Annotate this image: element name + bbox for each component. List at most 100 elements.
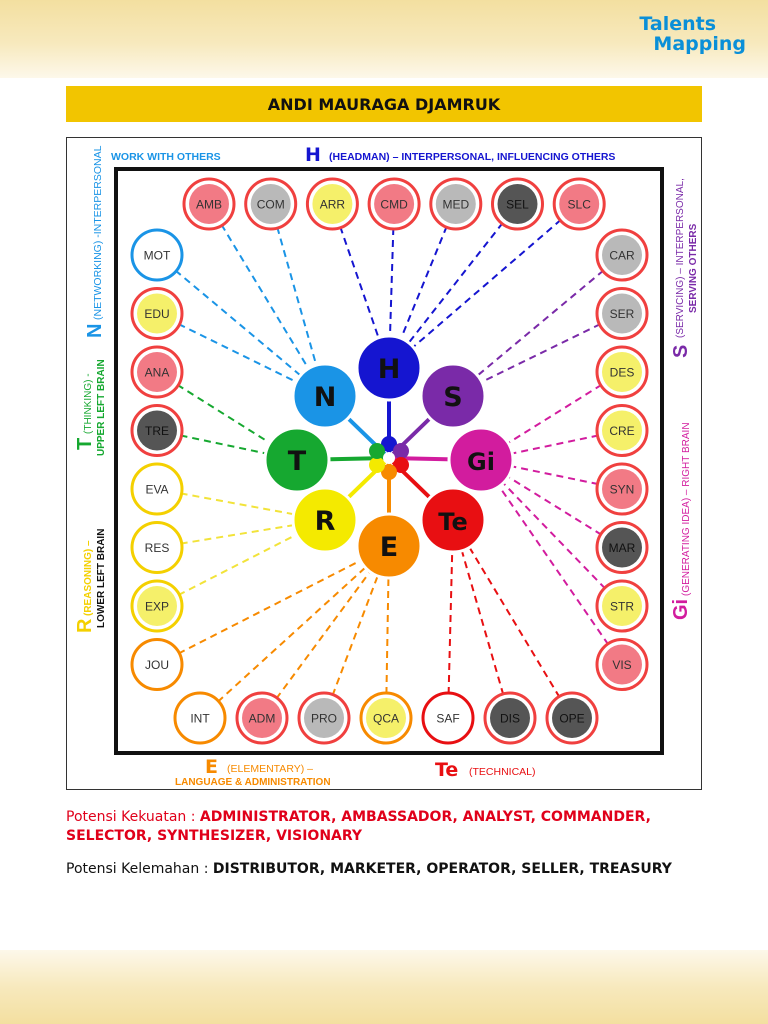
svg-text:EDU: EDU — [144, 307, 169, 321]
talent-int: INT — [173, 691, 227, 745]
svg-text:AMB: AMB — [196, 198, 222, 212]
person-name-banner: ANDI MAURAGA DJAMRUK — [66, 86, 702, 122]
logo-line-2: Mapping — [653, 33, 746, 55]
svg-text:S: S — [443, 382, 462, 413]
talent-com: COM — [244, 177, 298, 231]
svg-text:SAF: SAF — [436, 712, 459, 726]
center-circle-te: Te — [419, 486, 487, 554]
center-circle-h: H — [355, 334, 423, 402]
talent-saf: SAF — [421, 691, 475, 745]
connector-pro — [323, 545, 390, 719]
svg-text:E: E — [380, 532, 398, 563]
connector-saf — [447, 519, 454, 719]
svg-text:ADM: ADM — [249, 712, 276, 726]
talent-res: RES — [130, 521, 184, 574]
connector-com — [269, 203, 326, 397]
weaknesses-value: DISTRIBUTOR, MARKETER, OPERATOR, SELLER,… — [212, 861, 672, 877]
label-h-letter: H — [305, 144, 321, 166]
svg-text:DIS: DIS — [500, 712, 520, 726]
svg-text:SEL: SEL — [506, 198, 529, 212]
connector-dis — [452, 519, 511, 719]
strengths-value: ADMINISTRATOR, AMBASSADOR, ANALYST, COMM… — [66, 809, 651, 844]
talent-amb: AMB — [182, 177, 236, 231]
svg-text:MAR: MAR — [609, 541, 636, 555]
svg-text:SYN: SYN — [610, 483, 635, 497]
label-te-letter: Te — [435, 759, 458, 781]
strengths-label: Potensi Kekuatan : — [66, 809, 200, 825]
label-te-text: (TECHNICAL) — [469, 766, 536, 778]
label-gi-text: (GENERATING IDEA) – RIGHT BRAIN — [681, 422, 692, 596]
svg-text:COM: COM — [257, 198, 285, 212]
svg-text:SER: SER — [610, 307, 635, 321]
weaknesses-paragraph: Potensi Kelemahan : DISTRIBUTOR, MARKETE… — [66, 860, 706, 879]
svg-text:DES: DES — [610, 366, 635, 380]
svg-text:OPE: OPE — [559, 712, 584, 726]
label-s-letter: S — [670, 345, 692, 358]
svg-text:ANA: ANA — [145, 366, 170, 380]
svg-text:N: N — [314, 382, 337, 413]
talent-eva: EVA — [130, 462, 184, 516]
talent-edu: EDU — [130, 287, 184, 340]
label-h-text: (HEADMAN) – INTERPERSONAL, INFLUENCING O… — [329, 151, 615, 163]
talent-mot: MOT — [130, 228, 184, 282]
talent-ope: OPE — [545, 691, 599, 745]
label-t-text2: UPPER LEFT BRAIN — [96, 359, 107, 456]
talent-med: MED — [429, 177, 483, 231]
svg-text:STR: STR — [610, 600, 634, 614]
center-circle-e: E — [355, 512, 423, 580]
talent-cmd: CMD — [367, 177, 421, 231]
talent-mar: MAR — [595, 521, 649, 574]
center-circle-t: T — [263, 426, 331, 494]
connector-amb — [208, 203, 326, 397]
connector-sel — [388, 203, 519, 369]
talent-ana: ANA — [130, 345, 184, 399]
talent-jou: JOU — [130, 638, 184, 691]
talent-adm: ADM — [235, 691, 289, 745]
label-e-text2: LANGUAGE & ADMINISTRATION — [175, 777, 331, 788]
connector-int — [199, 545, 390, 719]
weaknesses-label: Potensi Kelemahan : — [66, 861, 213, 877]
label-t-text: (THINKING) - — [83, 373, 94, 434]
talent-str: STR — [595, 579, 649, 633]
label-gi-letter: Gi — [670, 599, 692, 620]
center-circle-s: S — [419, 362, 487, 430]
talent-syn: SYN — [595, 462, 649, 516]
label-work-with-others: WORK WITH OTHERS — [111, 151, 221, 163]
svg-text:R: R — [315, 506, 336, 537]
talent-ser: SER — [595, 287, 649, 340]
talent-des: DES — [595, 345, 649, 399]
label-s-text: (SERVICING) – INTERPERSONAL, — [675, 178, 686, 338]
svg-text:RES: RES — [145, 541, 170, 555]
connector-res — [156, 519, 326, 549]
talent-pro: PRO — [297, 691, 351, 745]
axis-labels: H (HEADMAN) – INTERPERSONAL, INFLUENCING … — [74, 144, 699, 788]
svg-text:T: T — [288, 446, 307, 477]
connector-mot — [156, 254, 326, 397]
connector-car — [452, 254, 623, 397]
label-n-text: (NETWORKING) -INTERPERSONAL — [92, 145, 104, 320]
label-s-text2: SERVING OTHERS — [688, 223, 699, 313]
talent-slc: SLC — [552, 177, 606, 231]
svg-text:QCA: QCA — [373, 712, 399, 726]
inner-frame — [114, 167, 664, 755]
talent-sel: SEL — [491, 177, 544, 231]
talents-mapping-logo: Talents Mapping — [639, 14, 746, 54]
connector-str — [480, 459, 623, 607]
label-r-text2: LOWER LEFT BRAIN — [96, 529, 107, 628]
label-t-letter: T — [74, 438, 96, 450]
talent-dis: DIS — [483, 691, 537, 745]
svg-text:SLC: SLC — [568, 198, 592, 212]
talent-arr: ARR — [305, 177, 359, 231]
svg-text:JOU: JOU — [145, 658, 169, 672]
svg-text:EVA: EVA — [145, 483, 168, 497]
connector-slc — [388, 203, 580, 369]
logo-line-1: Talents — [639, 13, 717, 35]
svg-text:INT: INT — [190, 712, 210, 726]
svg-text:EXP: EXP — [145, 600, 169, 614]
connector-qca — [385, 545, 390, 719]
connector-vis — [480, 459, 623, 666]
center-circle-gi: Gi — [447, 426, 515, 494]
svg-text:TRE: TRE — [145, 424, 169, 438]
